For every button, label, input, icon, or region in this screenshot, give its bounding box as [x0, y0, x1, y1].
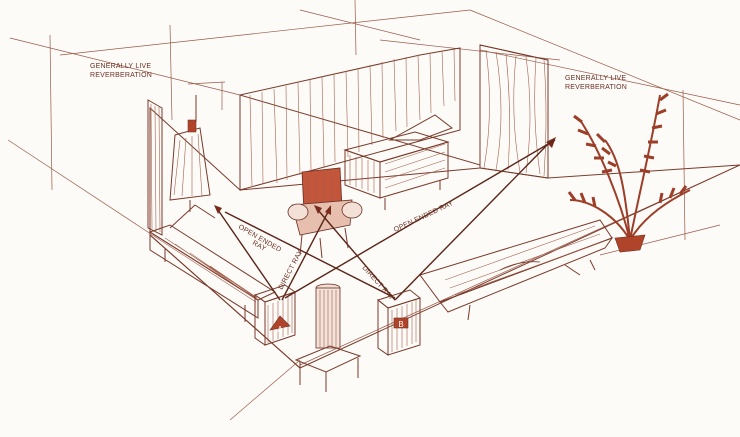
speaker-a	[255, 285, 295, 345]
reverb-right-line1: GENERALLY LIVE	[565, 75, 626, 82]
open-ended-ray-right: OPEN ENDED RAY	[393, 200, 455, 234]
reverb-left-line1: GENERALLY LIVE	[90, 63, 151, 70]
speaker-a-letter: A	[277, 325, 283, 334]
reverb-left-line2: REVERBERATION	[90, 72, 152, 79]
direct-ray-left: DIRECT RAY	[278, 249, 305, 291]
right-wall-paneling	[480, 45, 548, 178]
speaker-b-letter: B	[398, 320, 403, 329]
center-pedestal	[296, 284, 360, 392]
hifi-cabinet	[345, 115, 452, 210]
chaise-lounge	[420, 220, 612, 320]
reverb-right-line2: REVERBERATION	[565, 84, 627, 91]
plant	[569, 94, 690, 252]
armchair	[288, 168, 362, 258]
sound-rays	[214, 137, 556, 300]
